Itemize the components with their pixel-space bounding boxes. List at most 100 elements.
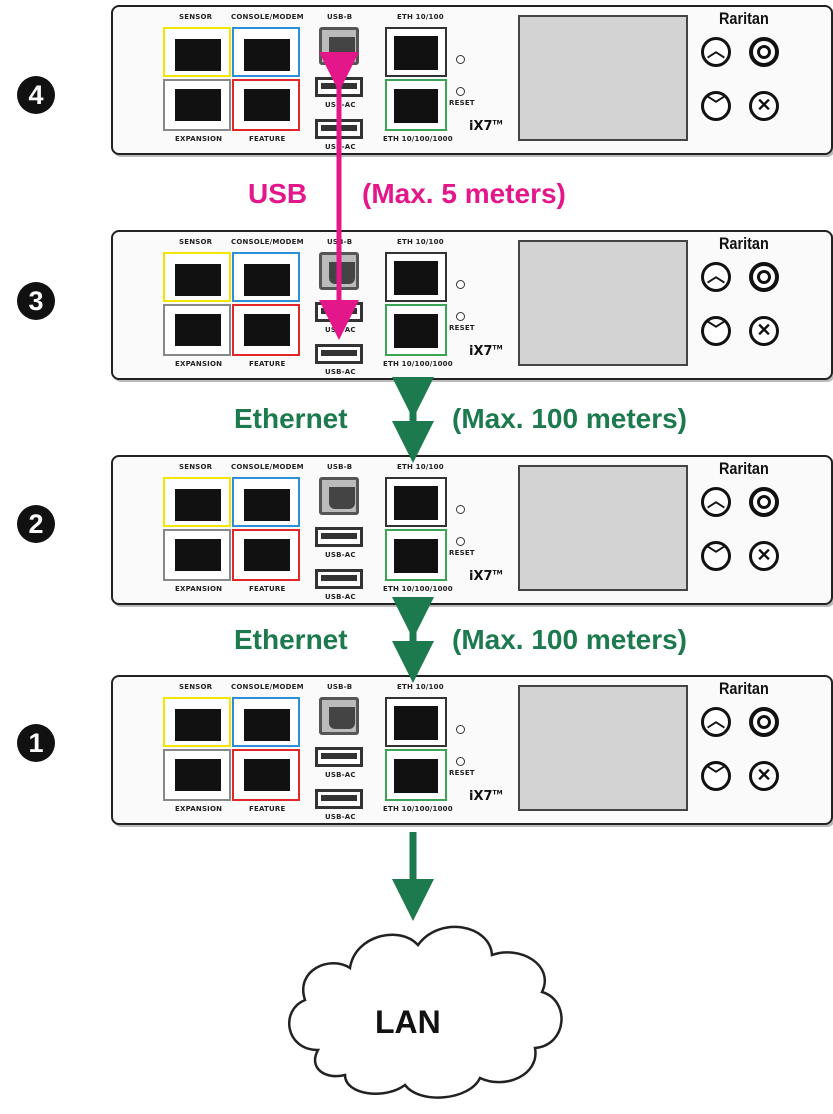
brand-logo: Raritan: [719, 679, 769, 698]
down-button[interactable]: ﹀: [701, 316, 731, 346]
eth-10-100-port[interactable]: [385, 252, 447, 302]
rj45-socket: [244, 539, 290, 571]
eth-10-100-1000-port[interactable]: [385, 304, 447, 356]
model-label: iX7TM: [469, 569, 503, 584]
eth-10-100-port[interactable]: [385, 697, 447, 747]
sensor-port-label: SENSOR: [179, 13, 213, 21]
lcd-display: [518, 685, 688, 811]
cancel-button[interactable]: ✕: [749, 761, 779, 791]
rj45-socket: [244, 89, 290, 121]
feature-port[interactable]: [232, 79, 300, 131]
model-label: iX7TM: [469, 119, 503, 134]
chevron-down-icon: ﹀: [707, 95, 725, 115]
expansion-port[interactable]: [163, 529, 231, 581]
cancel-button[interactable]: ✕: [749, 91, 779, 121]
console-modem-port[interactable]: [232, 27, 300, 77]
usb-ac-port-label: USB-AC: [325, 813, 356, 821]
brand-logo: Raritan: [719, 9, 769, 28]
rj45-socket: [175, 264, 221, 296]
eth-top-port-label: ETH 10/100: [397, 13, 444, 21]
feature-port[interactable]: [232, 529, 300, 581]
usb-a-port-1[interactable]: [315, 747, 363, 767]
feature-port[interactable]: [232, 749, 300, 801]
eth-10-100-port[interactable]: [385, 27, 447, 77]
eth-top-port-label: ETH 10/100: [397, 238, 444, 246]
reset-button[interactable]: [456, 537, 465, 546]
rj45-socket: [175, 709, 221, 741]
usb-b-port[interactable]: [319, 697, 359, 735]
chevron-up-icon: ︿: [707, 266, 725, 286]
up-button[interactable]: ︿: [701, 487, 731, 517]
feature-port[interactable]: [232, 304, 300, 356]
reset-button[interactable]: [456, 87, 465, 96]
usb-ac-port-label: USB-AC: [325, 771, 356, 779]
eth-bottom-port-label: ETH 10/100/1000: [383, 135, 453, 143]
console-modem-port[interactable]: [232, 697, 300, 747]
console-modem-port[interactable]: [232, 477, 300, 527]
sensor-port[interactable]: [163, 252, 231, 302]
reset-label: RESET: [449, 99, 475, 107]
pdu-unit-3: SENSOR CONSOLE/MODEM EXPANSION FEATURE U…: [111, 455, 833, 605]
sensor-port[interactable]: [163, 27, 231, 77]
close-icon: ✕: [756, 95, 772, 115]
status-led: [456, 55, 465, 64]
status-led: [456, 725, 465, 734]
expansion-port[interactable]: [163, 304, 231, 356]
sensor-port[interactable]: [163, 697, 231, 747]
usb-connection-label: USB: [248, 178, 308, 209]
up-button[interactable]: ︿: [701, 37, 731, 67]
brand-logo: Raritan: [719, 234, 769, 253]
usb-a-port-2[interactable]: [315, 569, 363, 589]
lan-cloud-icon: [288, 925, 563, 1099]
rj45-socket: [244, 314, 290, 346]
eth-bottom-port-label: ETH 10/100/1000: [383, 360, 453, 368]
ok-button[interactable]: [749, 262, 779, 292]
sensor-port[interactable]: [163, 477, 231, 527]
eth-10-100-port[interactable]: [385, 477, 447, 527]
usb-a-port-2[interactable]: [315, 344, 363, 364]
ok-button[interactable]: [749, 707, 779, 737]
chevron-up-icon: ︿: [707, 711, 725, 731]
cancel-button[interactable]: ✕: [749, 316, 779, 346]
usb-b-port[interactable]: [319, 477, 359, 515]
usb-a-port-1[interactable]: [315, 527, 363, 547]
down-button[interactable]: ﹀: [701, 761, 731, 791]
ok-button[interactable]: [749, 487, 779, 517]
usb-b-port-label: USB-B: [327, 463, 353, 471]
feature-port-label: FEATURE: [249, 585, 286, 593]
eth-10-100-1000-port[interactable]: [385, 79, 447, 131]
up-button[interactable]: ︿: [701, 707, 731, 737]
rj45-socket: [244, 264, 290, 296]
lcd-display: [518, 15, 688, 141]
close-icon: ✕: [756, 765, 772, 785]
reset-button[interactable]: [456, 757, 465, 766]
pdu-unit-4: SENSOR CONSOLE/MODEM EXPANSION FEATURE U…: [111, 675, 833, 825]
expansion-port[interactable]: [163, 79, 231, 131]
unit-number-badge: 2: [17, 505, 55, 543]
rj45-socket: [244, 759, 290, 791]
ethernet-connection-label: Ethernet: [234, 624, 348, 655]
rj45-socket: [394, 539, 438, 573]
pdu-front-panel: SENSOR CONSOLE/MODEM EXPANSION FEATURE U…: [111, 455, 833, 605]
console-modem-port[interactable]: [232, 252, 300, 302]
unit-number-badge: 4: [17, 76, 55, 114]
pdu-unit-1: SENSOR CONSOLE/MODEM EXPANSION FEATURE U…: [111, 5, 833, 155]
rj45-socket: [175, 539, 221, 571]
down-button[interactable]: ﹀: [701, 91, 731, 121]
eth-10-100-1000-port[interactable]: [385, 749, 447, 801]
up-button[interactable]: ︿: [701, 262, 731, 292]
usb-connection-limit: (Max. 5 meters): [362, 178, 566, 209]
eth-10-100-1000-port[interactable]: [385, 529, 447, 581]
ok-button[interactable]: [749, 37, 779, 67]
ethernet-connection-label: Ethernet: [234, 403, 348, 434]
rj45-socket: [175, 759, 221, 791]
model-label: iX7TM: [469, 789, 503, 804]
expansion-port-label: EXPANSION: [175, 360, 223, 368]
console-port-label: CONSOLE/MODEM: [231, 13, 304, 21]
expansion-port[interactable]: [163, 749, 231, 801]
brand-logo: Raritan: [719, 459, 769, 478]
usb-a-port-2[interactable]: [315, 789, 363, 809]
reset-button[interactable]: [456, 312, 465, 321]
cancel-button[interactable]: ✕: [749, 541, 779, 571]
down-button[interactable]: ﹀: [701, 541, 731, 571]
